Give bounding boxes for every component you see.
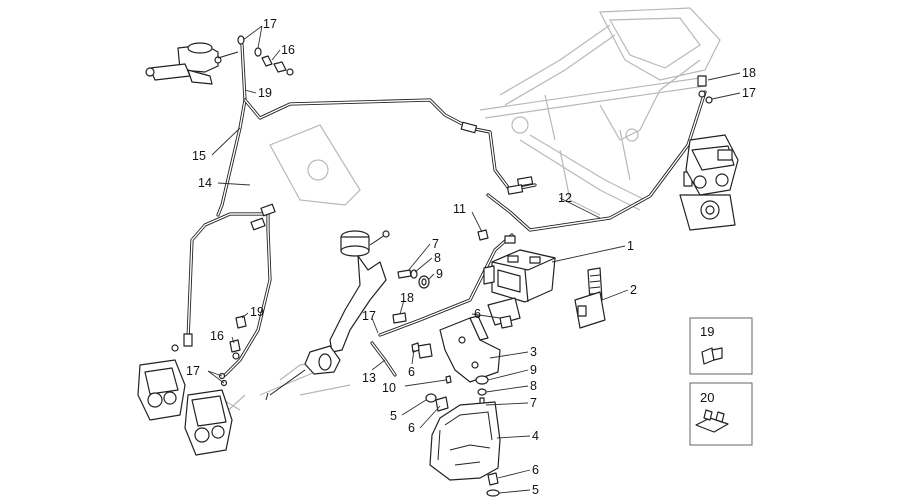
- callout-8: 8: [434, 251, 441, 265]
- callout-19: 19: [258, 86, 272, 100]
- abs-connector: [574, 267, 606, 329]
- front-brake-calipers: [137, 359, 233, 456]
- callout-17: 17: [362, 309, 376, 323]
- callout-3: 3: [530, 345, 537, 359]
- callout-4: 4: [532, 429, 539, 443]
- motorcycle-frame: [211, 7, 721, 426]
- legend-box-19-number: 19: [700, 324, 714, 339]
- abs-bracket: [417, 297, 521, 383]
- callout-15: 15: [192, 149, 206, 163]
- banjo-fittings-left: [229, 315, 247, 360]
- callout-labels: 17 16 19 15 14 18 17 12 11 1 7 8 9 18 2 …: [186, 17, 756, 497]
- abs-cover: [429, 401, 501, 481]
- callout-18: 18: [400, 291, 414, 305]
- callout-5: 5: [532, 483, 539, 497]
- legend-box-19: 19: [689, 317, 753, 375]
- callout-10: 10: [382, 381, 396, 395]
- legend-box-20-number: 20: [700, 390, 714, 405]
- hose-fittings: [171, 75, 713, 352]
- callout-9: 9: [436, 267, 443, 281]
- callout-2: 2: [630, 283, 637, 297]
- rear-master-cylinder: [265, 230, 390, 401]
- callout-17: 17: [263, 17, 277, 31]
- callout-7: 7: [530, 396, 537, 410]
- callout-6: 6: [408, 365, 415, 379]
- callout-6: 6: [532, 463, 539, 477]
- callout-7: 7: [432, 237, 439, 251]
- callout-11: 11: [453, 202, 466, 216]
- callout-13: 13: [362, 371, 376, 385]
- abs-modulator: [483, 249, 556, 303]
- callout-9: 9: [530, 363, 537, 377]
- leader-lines: [207, 25, 741, 494]
- callout-16: 16: [281, 43, 295, 57]
- rear-brake-caliper: [679, 134, 739, 231]
- callout-18: 18: [742, 66, 756, 80]
- callout-5: 5: [390, 409, 397, 423]
- callout-12: 12: [558, 191, 572, 205]
- callout-16: 16: [210, 329, 224, 343]
- callout-6: 6: [408, 421, 415, 435]
- brake-hoses: [186, 43, 707, 377]
- callout-17: 17: [186, 364, 200, 378]
- callout-17: 17: [742, 86, 756, 100]
- callout-8: 8: [530, 379, 537, 393]
- callout-14: 14: [198, 176, 212, 190]
- legend-box-20: 20: [689, 382, 753, 446]
- callout-19: 19: [250, 305, 264, 319]
- callout-6: 6: [474, 307, 481, 321]
- front-master-cylinder: [145, 42, 239, 85]
- callout-1: 1: [627, 239, 634, 253]
